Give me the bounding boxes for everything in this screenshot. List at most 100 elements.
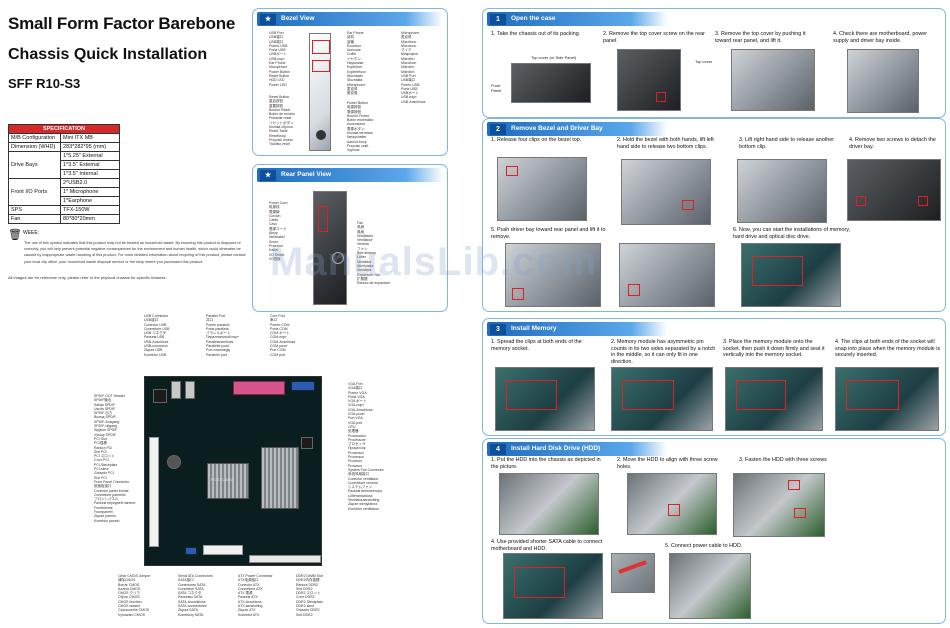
callout-label: SPDIF-Ausgang: [94, 419, 120, 424]
step-text: 2. Remove the top cover screw on the rea…: [603, 31, 705, 44]
callout-label: Lüfter: [357, 255, 366, 260]
callout-label: CMOS wissen: [118, 604, 141, 609]
callout-label: USB接口: [144, 318, 159, 323]
callout-label: Ventilatoraansluiting: [348, 498, 380, 503]
board-label: POSTCARD: [211, 477, 234, 482]
callout-label: Power Button: [347, 101, 369, 105]
callout-label: Złącza SATA: [178, 608, 198, 613]
callout-label: Konektor ATX: [238, 612, 260, 617]
callout-label: Przycisk zasil.: [347, 143, 369, 148]
ready-chassis-image: [741, 243, 841, 307]
step-text: 6. Now, you can start the installations …: [733, 227, 851, 240]
callout-label: リセットボタン: [269, 120, 294, 125]
callout-label: Разъем передней панели: [94, 501, 136, 506]
step-text: 3. Remove the top cover by pushing it to…: [715, 31, 806, 44]
callout-label: 麦克风: [401, 35, 412, 40]
callout-label: Power LED: [269, 82, 287, 87]
section-title-text: Install Memory: [511, 325, 557, 332]
callout-label: Netzkabel: [269, 235, 285, 240]
callout-label: Sluchátka: [347, 78, 363, 83]
callout-label: Cordon: [269, 213, 281, 218]
callout-label: Porta USB: [269, 48, 286, 53]
release-clip-image: [737, 159, 827, 223]
callout-label: Разъем USB: [144, 335, 165, 340]
spec-value: 1*3.5" External: [60, 160, 120, 170]
callout-label: Com Port: [270, 314, 285, 318]
callout-label: Conector USB: [144, 322, 167, 327]
callout-label: Bouton Reset: [269, 107, 291, 112]
weee-text: The use of this symbol indicates that th…: [24, 241, 246, 264]
spec-value: 1*Earphone: [60, 196, 120, 206]
callout-label: Słuchawki: [347, 73, 363, 78]
callout-label: DDR2内存插槽: [296, 578, 320, 583]
step-text: 2. Move the HDD to align with three scre…: [617, 457, 718, 470]
callout-label: ファン: [357, 246, 368, 251]
step-text: 3. Fasten the HDD with three screws: [739, 457, 827, 463]
callout-label: Netzschalter: [347, 135, 367, 140]
callout-label: 前面板接口: [94, 484, 112, 489]
spec-row: SPS TFX-150W: [8, 205, 120, 215]
callout-label: Złącze wentylatora: [348, 502, 378, 507]
callout-label: パラレルポート: [206, 331, 231, 336]
section-open-case: 1 Open the case 1. Take the chassis out …: [482, 8, 946, 118]
callout-label: 耳机: [347, 35, 354, 40]
callout-label: USBポート: [401, 91, 419, 96]
callout-label: USB-порт: [401, 95, 417, 100]
section-title-text: Install Hard Disk Drive (HDD): [511, 445, 601, 452]
section-number: 3: [490, 323, 506, 335]
callout-label: Clear CMOS Jumper: [118, 574, 151, 578]
callout-label: DDR2 DIMM Slot: [296, 574, 323, 578]
callout-label: Przycisk resetu: [269, 137, 293, 142]
step-text: 1. Spread the clips at both ends of the …: [491, 339, 582, 352]
callout-label: Вентилятор: [357, 251, 377, 256]
step-text: 4. Remove two screws to detach the drive…: [849, 137, 936, 150]
spec-value: Mini ITX MB: [60, 133, 120, 143]
callout-label: Ear Phone: [347, 31, 364, 35]
callout-label: Power Cord: [269, 201, 288, 205]
callout-label: USB端口: [269, 35, 284, 40]
callout-label: SATA-connectoren: [178, 604, 208, 609]
place-memory-image: [725, 367, 823, 431]
callout-label: System Fan Connector: [348, 467, 384, 472]
callout-label: Konektor USB: [144, 352, 167, 357]
callout-label: Слот PCI: [94, 458, 109, 463]
callout-label: USB Port: [401, 73, 416, 78]
callout-label: 麥克風: [347, 91, 358, 96]
section-title-text: Remove Bezel and Driver Bay: [511, 125, 603, 132]
callout-label: Przewód: [269, 243, 283, 248]
callout-label: USB Connector: [144, 314, 169, 318]
clips-snap-image: [835, 367, 939, 431]
callout-label: Écouteur: [347, 43, 362, 48]
callout-label: Ventilátor: [357, 268, 372, 273]
driver-bay-screws-image: [847, 159, 941, 221]
callout-label: Port równoległy: [206, 348, 231, 353]
callout-label: VGA端口: [348, 386, 363, 391]
callout-label: Lüfteranschluss: [348, 493, 373, 498]
doc-title-line1: Small Form Factor Barebone: [8, 14, 236, 33]
callout-label: Porta USB: [401, 86, 418, 91]
insert-hdd-image: [499, 473, 599, 535]
callout-label: PCI-sleuf: [94, 467, 109, 472]
callout-label: Złącze ATX: [238, 608, 256, 613]
doc-title-line2: Chassis Quick Installation: [8, 46, 208, 63]
callout-label: USB コネクタ: [144, 331, 167, 336]
rear-view-title: ★ Rear Panel View: [257, 168, 443, 182]
callout-label: Parallelle poort: [206, 344, 230, 349]
callout-label: Слот DDR2: [296, 595, 315, 600]
callout-label: 重启按钮: [269, 99, 283, 104]
rear-title-text: Rear Panel View: [281, 171, 332, 178]
callout-label: VGA port: [348, 420, 363, 425]
callout-label: 电源按钮: [347, 105, 361, 110]
callout-label: SATA-Anschlüsse: [178, 599, 206, 604]
section-remove-bezel: 2 Remove Bezel and Driver Bay 1. Release…: [482, 118, 946, 312]
callout-label: USB-Anschluss: [401, 99, 426, 104]
callout-label: VGA-порт: [348, 403, 364, 408]
